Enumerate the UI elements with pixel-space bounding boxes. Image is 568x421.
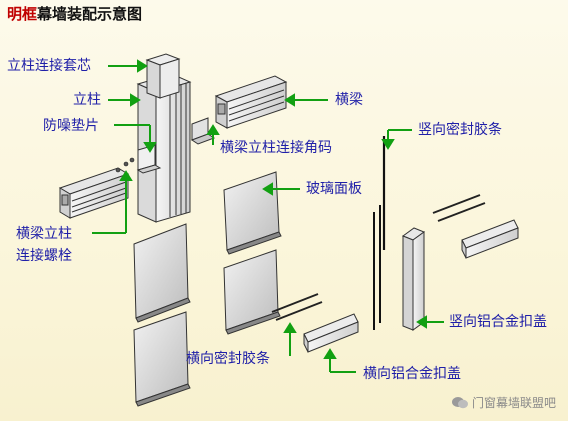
label-horizontal-cover: 横向铝合金扣盖 [363, 366, 461, 382]
label-transom: 横梁 [335, 92, 363, 108]
arrow-noise-pad [114, 124, 157, 153]
arrow-glass-panel [262, 182, 300, 196]
right-transom [214, 75, 288, 129]
label-horizontal-gasket: 横向密封胶条 [186, 351, 270, 367]
label-noise-pad: 防噪垫片 [43, 118, 99, 134]
horizontal-gaskets-bottom [271, 293, 323, 321]
vertical-cover [401, 227, 426, 331]
watermark-text: 门窗幕墙联盟吧 [471, 396, 556, 410]
horizontal-cover-right [461, 219, 519, 259]
label-mullion-sleeve: 立柱连接套芯 [7, 58, 91, 74]
left-transom [58, 167, 130, 219]
glass-panels [133, 171, 282, 407]
label-bolt-line2: 连接螺栓 [16, 248, 72, 264]
mullion-sleeve [145, 53, 181, 99]
title-accent: 明框 [7, 5, 38, 23]
watermark: 门窗幕墙联盟吧 [451, 394, 556, 411]
arrow-mullion [108, 93, 141, 107]
arrow-corner-clip [206, 124, 220, 145]
arrow-horizontal-cover [323, 348, 356, 373]
label-glass-panel: 玻璃面板 [306, 181, 362, 197]
title-main: 幕墙装配示意图 [37, 5, 143, 23]
arrow-bolt [92, 170, 133, 234]
diagram-title: 明框幕墙装配示意图 [7, 5, 142, 23]
arrow-vertical-gasket [381, 129, 412, 150]
arrow-horizontal-gasket [283, 322, 297, 356]
horizontal-cover-bottom [303, 313, 359, 353]
arrow-transom [284, 93, 328, 107]
arrow-vertical-cover [416, 315, 444, 329]
label-mullion: 立柱 [73, 92, 101, 108]
label-bolt-line1: 横梁立柱 [16, 226, 72, 242]
horizontal-gaskets-right [432, 194, 486, 222]
chat-bubble-icon [451, 396, 468, 408]
vertical-gaskets [373, 205, 381, 330]
arrow-mullion-sleeve [108, 59, 148, 73]
bolts [115, 157, 135, 173]
label-vertical-cover: 竖向铝合金扣盖 [449, 314, 547, 330]
label-vertical-gasket: 竖向密封胶条 [418, 122, 502, 138]
arrows [92, 59, 444, 373]
label-transom-mullion-clip: 横梁立柱连接角码 [220, 140, 332, 156]
